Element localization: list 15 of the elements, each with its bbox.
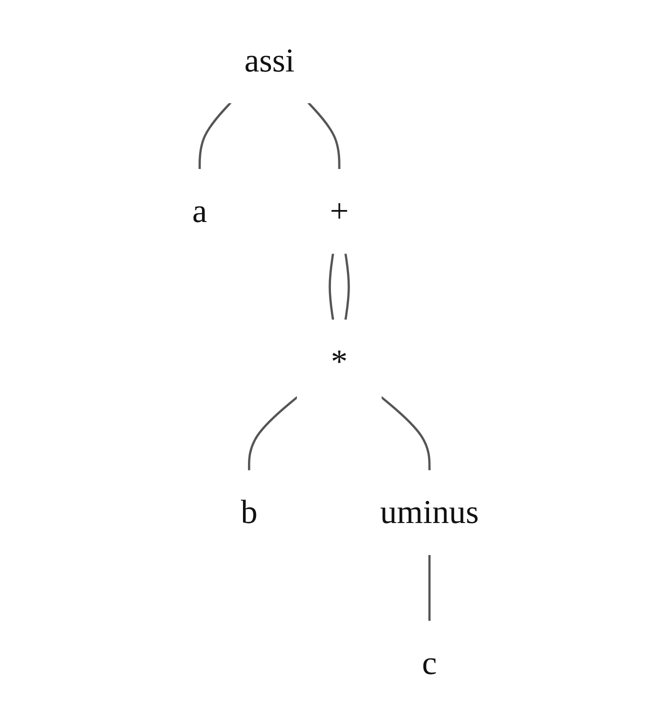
- connector: [248, 396, 298, 471]
- node-text: +: [330, 192, 349, 230]
- node-text: assi: [244, 42, 295, 80]
- connector: [428, 554, 431, 622]
- connector: [344, 253, 350, 320]
- connector: [328, 253, 334, 320]
- syntax-tree-diagram: assi a + * b uminus c: [10, 10, 661, 714]
- node-text: a: [192, 192, 208, 230]
- node-text: uminus: [380, 494, 479, 532]
- node-text: *: [330, 344, 348, 380]
- connector: [198, 102, 232, 170]
- node-text: c: [422, 644, 437, 682]
- node-text: b: [240, 494, 258, 532]
- connector: [380, 396, 431, 471]
- connector: [307, 102, 340, 170]
